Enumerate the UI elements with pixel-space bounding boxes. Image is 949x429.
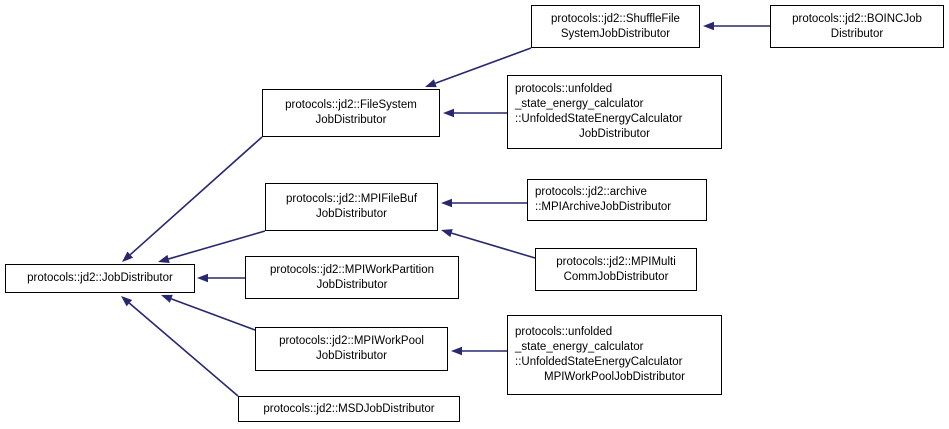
inheritance-arrowhead [451, 346, 462, 356]
inheritance-arrowhead [441, 229, 453, 238]
inheritance-arrowhead [703, 21, 714, 31]
inheritance-edge [435, 47, 532, 84]
inheritance-arrowhead [122, 251, 134, 262]
inheritance-arrowhead [441, 198, 452, 208]
class-node-label-line: ::UnfoldedStateEnergyCalculator [515, 113, 683, 125]
class-node-label-line: ::MPIArchiveJobDistributor [535, 201, 672, 213]
inheritance-arrowhead [158, 254, 170, 263]
class-node-label-line: _state_energy_calculator [515, 98, 644, 110]
inheritance-edge [171, 298, 256, 331]
inheritance-edge [168, 230, 266, 260]
class-node-label-line: protocols::jd2::MSDJobDistributor [263, 402, 435, 415]
class-node-label-line: JobDistributor [316, 208, 387, 220]
class-node-label-line: CommJobDistributor [563, 270, 669, 283]
class-node-label-line: JobDistributor [579, 128, 650, 140]
class-node-label-line: protocols::jd2::archive [535, 186, 647, 198]
class-node-label-line: protocols::jd2::BOINCJob [792, 12, 922, 25]
class-node-label-line: protocols::jd2::MPIMulti [556, 255, 676, 268]
class-node-label-line: ::UnfoldedStateEnergyCalculator [515, 356, 683, 368]
inheritance-edge [128, 302, 239, 397]
inheritance-arrowhead [121, 296, 133, 307]
class-node-label-line: protocols::jd2::MPIWorkPool [279, 335, 424, 347]
class-node-msd-job-distributor[interactable]: protocols::jd2::MSDJobDistributor [238, 396, 460, 422]
class-node-label-line: JobDistributor [315, 114, 387, 126]
class-node-label-line: _state_energy_calculator [515, 341, 644, 353]
class-node-unfolded-state-energy-calculator-mpiworkpool-job-distributor[interactable]: protocols::unfolded_state_energy_calcula… [507, 315, 722, 395]
class-node-label-line: Distributor [830, 27, 884, 40]
inheritance-arrowhead [443, 108, 454, 118]
class-node-label-line: protocols::unfolded [515, 326, 613, 338]
inheritance-edge [451, 232, 536, 259]
class-node-label-line: JobDistributor [316, 278, 388, 291]
class-node-label-line: protocols::unfolded [515, 83, 613, 95]
inheritance-edge [129, 136, 263, 256]
class-node-label-line: protocols::jd2::MPIWorkPartition [269, 263, 435, 276]
class-node-label-line: protocols::jd2::ShuffleFile [551, 12, 680, 25]
class-node-unfolded-state-energy-calculator-job-distributor[interactable]: protocols::unfolded_state_energy_calcula… [507, 75, 722, 149]
inheritance-arrowhead [161, 294, 173, 303]
class-node-mpiarchive-job-distributor[interactable]: protocols::jd2::archive::MPIArchiveJobDi… [527, 179, 707, 221]
class-node-label-line: protocols::jd2::JobDistributor [27, 272, 173, 284]
class-node-label-line: protocols::jd2::FileSystem [285, 99, 417, 111]
class-node-label-line: JobDistributor [316, 350, 387, 362]
class-node-label-line: protocols::jd2::MPIFileBuf [285, 193, 418, 205]
inheritance-arrowhead [197, 273, 208, 283]
class-node-label-line: SystemJobDistributor [560, 27, 671, 40]
class-node-label-line: MPIWorkPoolJobDistributor [543, 371, 686, 383]
inheritance-arrowhead [425, 79, 437, 88]
class-node-job-distributor[interactable]: protocols::jd2::JobDistributor [5, 264, 195, 293]
